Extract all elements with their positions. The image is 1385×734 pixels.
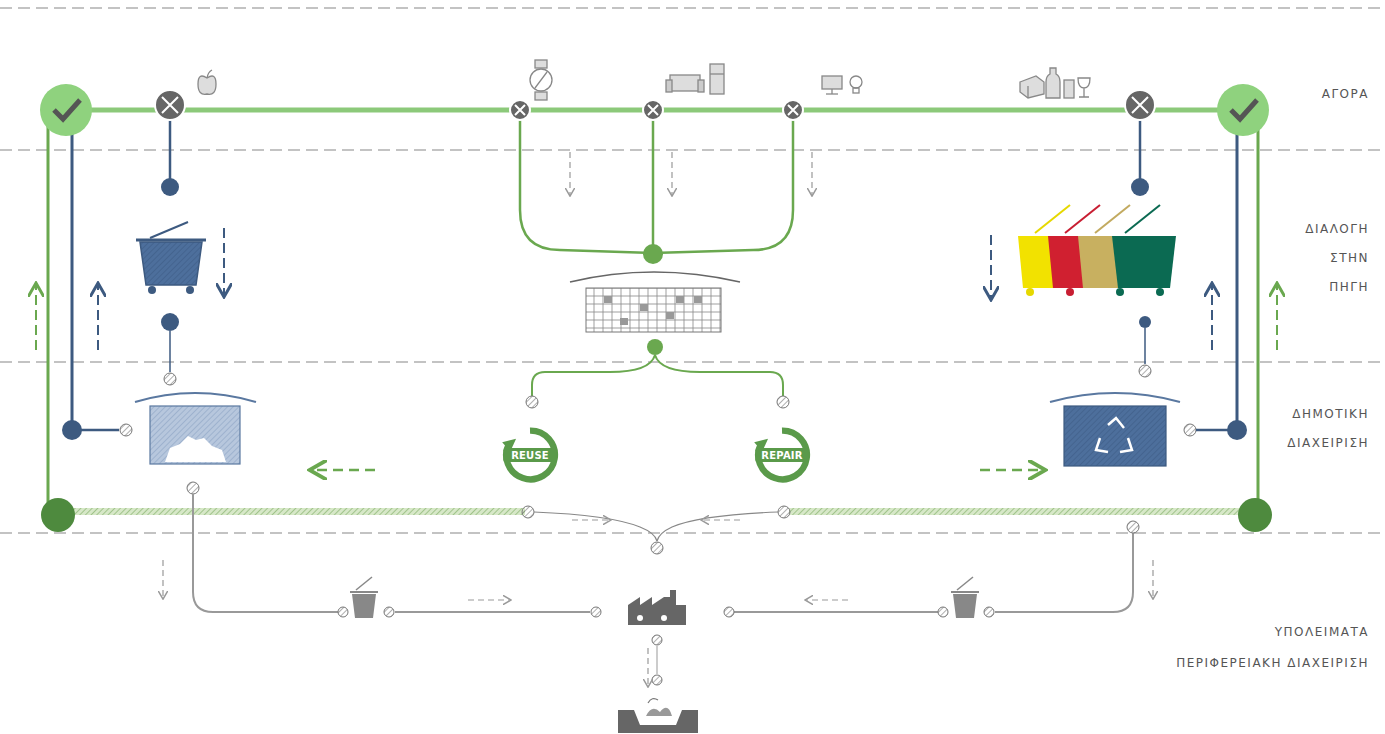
zone-label: ΠΕΡΙΦΕΡΕΙΑΚΗ ΔΙΑΧΕΙΡΙΣΗ <box>1176 649 1369 678</box>
cycle-badge: REUSE <box>501 426 559 484</box>
zone-label: ΔΙΑΛΟΓΗ ΣΤΗΝ ΠΗΓΗ <box>1305 215 1369 302</box>
badge-text: REPAIR <box>761 450 802 461</box>
zone-label: ΔΗΜΟΤΙΚΗ ΔΙΑΧΕΙΡΙΣΗ <box>1287 400 1369 458</box>
zone-label: ΥΠΟΛΕΙΜΑΤΑ <box>1275 618 1369 647</box>
badge-text: REUSE <box>511 450 549 461</box>
zone-label: ΑΓΟΡΑ <box>1322 80 1369 109</box>
cycle-badge: REPAIR <box>753 426 811 484</box>
